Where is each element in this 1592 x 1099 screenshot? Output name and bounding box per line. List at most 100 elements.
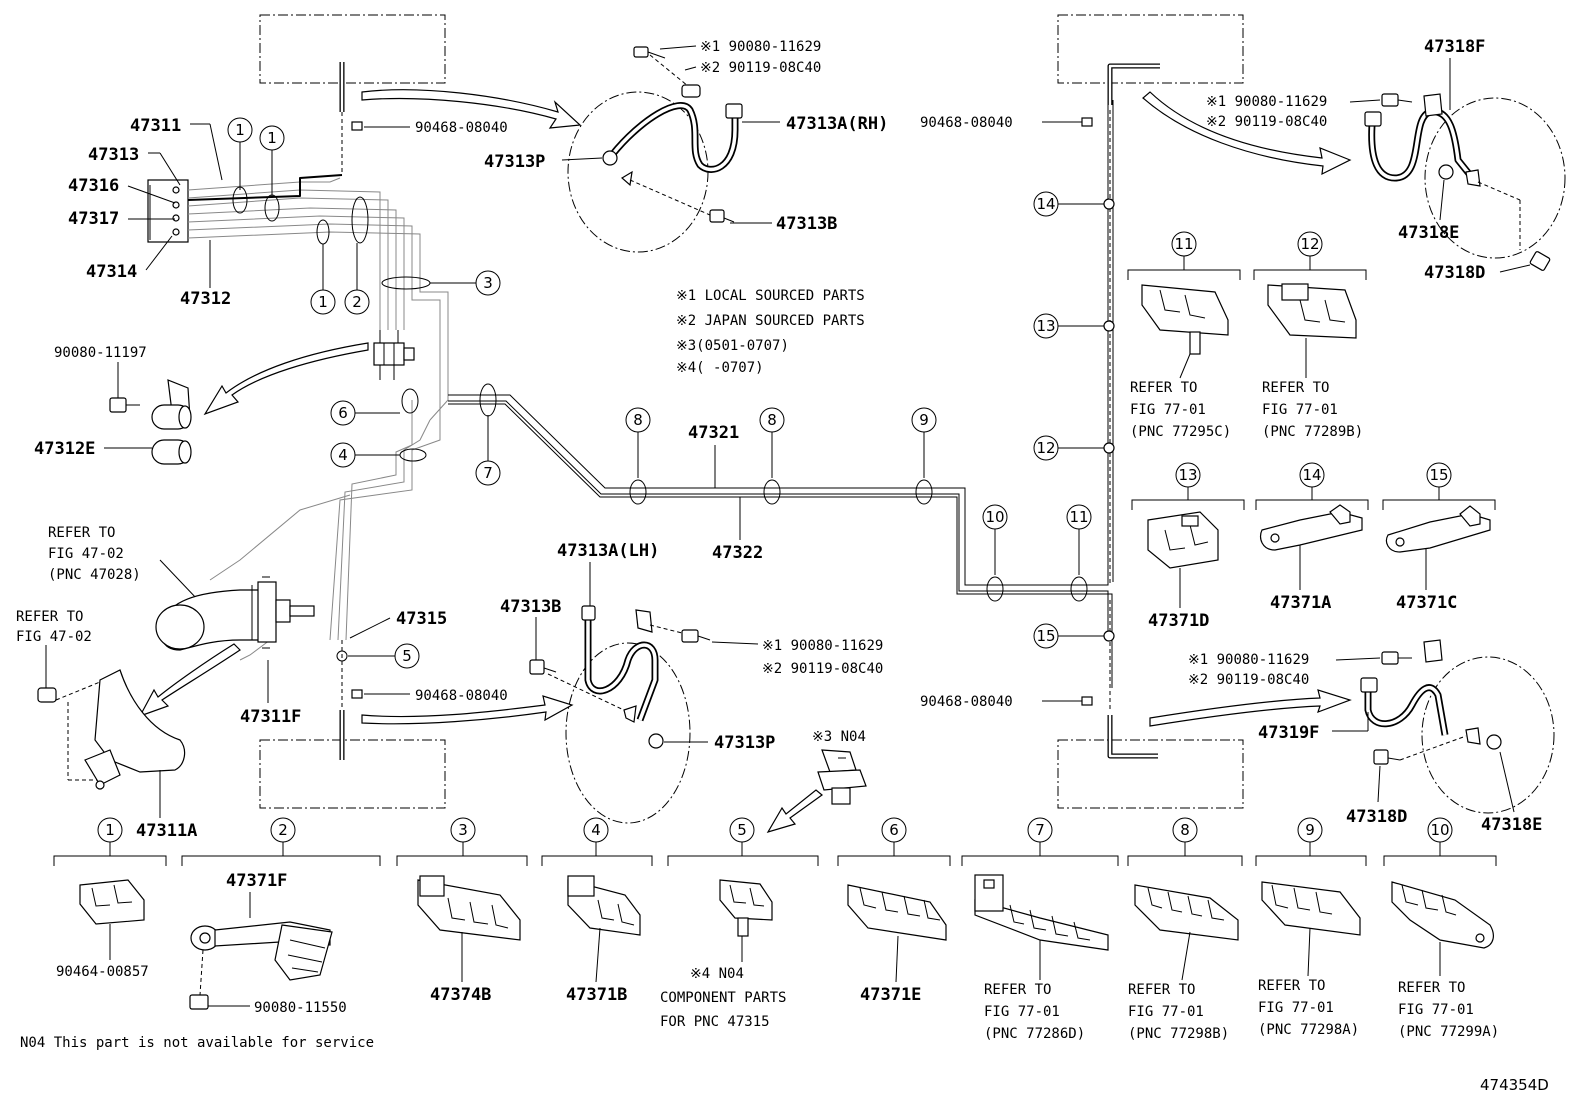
clip-2-47371F[interactable]: 2 47371F 90080-11550 (181, 817, 381, 1016)
clip-12-refer[interactable]: 12 REFER TO FIG 77-01 (PNC 77289B) (1253, 231, 1367, 440)
svg-text:FIG 77-01: FIG 77-01 (1258, 1000, 1334, 1016)
front-right-wheel-area (1057, 14, 1244, 84)
svg-text:FIG 77-01: FIG 77-01 (1398, 1002, 1474, 1018)
svg-text:15: 15 (1429, 466, 1448, 484)
svg-text:REFER TO: REFER TO (1128, 982, 1195, 998)
clip-6-47371E[interactable]: 6 47371E (837, 817, 951, 1005)
svg-text:90464-00857: 90464-00857 (56, 964, 149, 980)
load-sensing-valve (155, 576, 315, 651)
svg-text:※1 90080-11629: ※1 90080-11629 (700, 39, 821, 55)
svg-text:47316: 47316 (68, 176, 119, 196)
svg-text:6: 6 (338, 404, 348, 422)
svg-text:47371C: 47371C (1396, 593, 1457, 613)
svg-text:47371A: 47371A (1270, 593, 1331, 613)
svg-text:REFER TO: REFER TO (1130, 380, 1197, 396)
svg-text:4: 4 (338, 446, 348, 464)
label-90080-11197: 90080-11197 (54, 345, 147, 361)
svg-text:90080-11550: 90080-11550 (254, 1000, 347, 1016)
svg-text:(PNC 77286D): (PNC 77286D) (984, 1026, 1085, 1042)
svg-text:3: 3 (483, 274, 493, 292)
rear-left-wheel-area (259, 739, 446, 809)
svg-text:90468-08040: 90468-08040 (920, 694, 1013, 710)
svg-text:1: 1 (235, 121, 245, 139)
svg-text:4: 4 (591, 821, 601, 839)
main-brake-pipe-47321-47322 (448, 82, 1113, 688)
svg-text:(PNC 77289B): (PNC 77289B) (1262, 424, 1363, 440)
clip-14-47371A[interactable]: 14 47371A (1255, 462, 1369, 613)
label-47321: 47321 (688, 423, 739, 443)
svg-text:11: 11 (1174, 235, 1193, 253)
arrow-to-47312E (203, 342, 369, 416)
clip-13-47371D[interactable]: 13 47371D (1131, 462, 1245, 631)
clip-1-90464-00857[interactable]: 1 90464-00857 (53, 817, 167, 980)
label-47322: 47322 (712, 543, 763, 563)
svg-text:8: 8 (767, 411, 777, 429)
rear-right-hose-detail (1360, 639, 1555, 814)
arrow-to-rear-right-hose (1149, 689, 1352, 727)
svg-text:(PNC 77298A): (PNC 77298A) (1258, 1022, 1359, 1038)
clip-9-refer[interactable]: 9 REFER TO FIG 77-01 (PNC 77298A) (1255, 817, 1367, 1038)
svg-text:2: 2 (352, 293, 362, 311)
clip-4-47371B[interactable]: 4 47371B (541, 817, 653, 1005)
svg-text:REFER TO: REFER TO (1398, 980, 1465, 996)
svg-text:47318D: 47318D (1424, 263, 1485, 283)
front-brake-lines-bundle (187, 174, 449, 421)
clip-3-47374B[interactable]: 3 47374B (396, 817, 528, 1005)
refer-fig-47-02: REFER TO FIG 47-02 (16, 609, 101, 781)
label-47311A: 47311A (136, 821, 197, 841)
svg-text:※1 LOCAL SOURCED PARTS: ※1 LOCAL SOURCED PARTS (676, 288, 865, 304)
svg-text:REFER TO: REFER TO (1258, 978, 1325, 994)
clip-7-refer[interactable]: 7 REFER TO FIG 77-01 (PNC 77286D) (961, 817, 1119, 1042)
svg-text:※3(0501-0707): ※3(0501-0707) (676, 338, 789, 354)
master-cylinder-ports (147, 179, 189, 243)
clip-15-47371C[interactable]: 15 47371C (1382, 462, 1496, 613)
svg-text:13: 13 (1036, 317, 1055, 335)
svg-text:90468-08040: 90468-08040 (415, 120, 508, 136)
svg-text:FIG 77-01: FIG 77-01 (984, 1004, 1060, 1020)
svg-text:10: 10 (1430, 821, 1449, 839)
front-right-hose-detail (1364, 93, 1566, 271)
svg-text:5: 5 (737, 821, 747, 839)
svg-text:47371D: 47371D (1148, 611, 1209, 631)
svg-text:7: 7 (483, 464, 493, 482)
svg-text:FIG 77-01: FIG 77-01 (1262, 402, 1338, 418)
label-47311F: 47311F (240, 707, 301, 727)
joint-47312E-detail (109, 379, 192, 465)
clip-11-refer[interactable]: 11 REFER TO FIG 77-01 (PNC 77295C) (1127, 231, 1241, 440)
svg-text:12: 12 (1036, 439, 1055, 457)
svg-text:※2 90119-08C40: ※2 90119-08C40 (762, 661, 883, 677)
svg-text:47374B: 47374B (430, 985, 491, 1005)
svg-text:※1 90080-11629: ※1 90080-11629 (762, 638, 883, 654)
svg-text:47318E: 47318E (1481, 815, 1542, 835)
n04-clip-part: ※3 N04 (812, 729, 867, 805)
callout-circles: 1 1 1 2 3 4 5 6 7 8 8 9 10 (227, 117, 1115, 669)
clip-5-component[interactable]: 5 ※4 N04 COMPONENT PARTS FOR PNC 47315 (660, 817, 819, 1030)
svg-text:※2 90119-08C40: ※2 90119-08C40 (1188, 672, 1309, 688)
brake-lines-down-to-rear (209, 400, 441, 661)
rear-left-hose-labels: 47313A(LH) 47313B ※1 90080-11629 ※2 9011… (500, 541, 883, 753)
svg-text:FIG 77-01: FIG 77-01 (1128, 1004, 1204, 1020)
arrow-to-clip-5 (766, 789, 823, 834)
svg-text:47319F: 47319F (1258, 723, 1319, 743)
svg-text:1: 1 (267, 129, 277, 147)
label-90468-rear-left: 90468-08040 (415, 688, 508, 704)
svg-text:FOR PNC 47315: FOR PNC 47315 (660, 1014, 770, 1030)
svg-text:12: 12 (1300, 235, 1319, 253)
front-left-wheel-area (259, 14, 446, 84)
svg-text:REFER TO: REFER TO (1262, 380, 1329, 396)
svg-text:15: 15 (1036, 627, 1055, 645)
svg-text:8: 8 (1180, 821, 1190, 839)
svg-text:13: 13 (1178, 466, 1197, 484)
svg-text:REFER TO: REFER TO (984, 982, 1051, 998)
clip-10-refer[interactable]: 10 REFER TO FIG 77-01 (PNC 77299A) (1383, 817, 1499, 1040)
svg-text:1: 1 (318, 293, 328, 311)
svg-text:※1 90080-11629: ※1 90080-11629 (1206, 94, 1327, 110)
svg-text:47313P: 47313P (484, 152, 545, 172)
svg-text:6: 6 (889, 821, 899, 839)
figure-id: 474354D (1480, 1076, 1549, 1094)
svg-text:47318E: 47318E (1398, 223, 1459, 243)
svg-text:10: 10 (985, 508, 1004, 526)
rear-right-wheel-area (1057, 739, 1244, 809)
clip-8-refer[interactable]: 8 REFER TO FIG 77-01 (PNC 77298B) (1127, 817, 1243, 1042)
svg-text:9: 9 (919, 411, 929, 429)
